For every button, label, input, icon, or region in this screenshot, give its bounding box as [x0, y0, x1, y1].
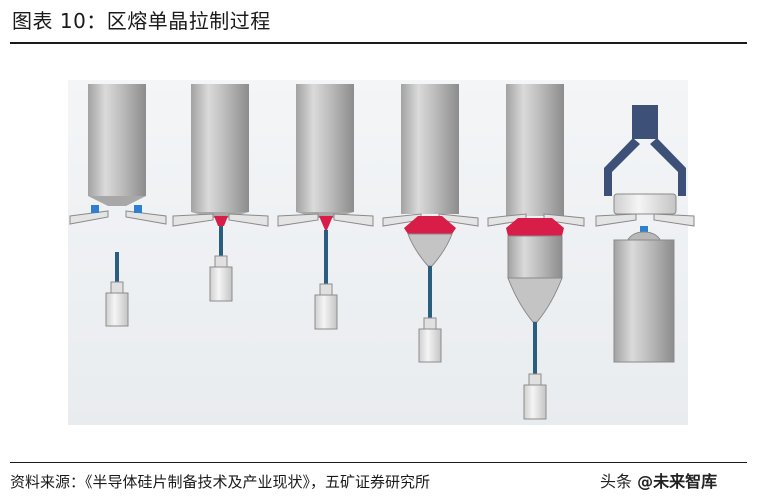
stage-5-thin-neck: [533, 322, 537, 376]
stage-5-seed-holder: [523, 384, 547, 420]
stage-1-seed-crystal: [115, 252, 119, 284]
stage-4: [382, 84, 479, 363]
stage-5-crystal-body: [507, 235, 563, 279]
stage-1-seed-holder-neck: [110, 281, 124, 295]
stage-6-gripper-head: [632, 105, 658, 139]
stage-6-gripper-arm-right: [650, 138, 686, 196]
stage-6-marker: [640, 226, 648, 232]
stage-3-feed-rod: [296, 84, 354, 212]
stage-1-marker-right: [134, 205, 142, 213]
stage-4-molten-zone: [404, 216, 456, 234]
stage-6-gripper-arm-left: [604, 138, 640, 196]
stage-3-molten-zone: [319, 216, 333, 230]
stage-1-marker-left: [91, 205, 99, 213]
stage-5-feed-rod: [506, 84, 564, 216]
stage-3-induction-coil: [277, 213, 374, 227]
diagram-background: [68, 80, 688, 425]
stage-1: [69, 84, 167, 327]
watermark: 头条 @未来智库: [600, 470, 717, 494]
stage-4-seed-holder-neck: [423, 317, 437, 331]
stage-2: [172, 84, 269, 302]
zone-melting-diagram: [68, 80, 695, 425]
stage-2-rod-tip: [191, 212, 249, 218]
stage-4-seed-holder: [418, 328, 442, 363]
watermark-handle: @未来智库: [637, 472, 718, 491]
stage-1-rod-tip: [88, 196, 146, 206]
stage-3-seed-holder: [314, 294, 338, 330]
stage-2-induction-coil: [172, 213, 269, 227]
stage-3-thin-neck: [324, 230, 328, 286]
footer-divider: [10, 462, 747, 463]
stage-1-feed-rod: [88, 84, 146, 196]
stage-5-seed-holder-neck: [528, 373, 542, 387]
stage-2-seed-crystal: [219, 226, 223, 258]
stage-2-feed-rod: [191, 84, 249, 212]
stage-1-seed-holder: [105, 292, 129, 327]
title-divider: [10, 42, 747, 44]
stage-3: [277, 84, 374, 330]
stage-4-feed-rod: [401, 84, 459, 214]
stage-5-molten-zone: [506, 218, 564, 236]
stage-2-seed-holder: [209, 266, 233, 302]
stage-6-gripped-crystal-top: [613, 193, 677, 215]
stage-6: [595, 105, 695, 363]
stage-5: [487, 84, 585, 420]
figure-title: 图表 10：区熔单晶拉制过程: [12, 9, 271, 33]
stage-6-crystal-ingot: [613, 239, 675, 363]
source-note: 资料来源：《半导体硅片制备技术及产业现状》，五矿证券研究所: [10, 473, 431, 491]
stage-2-seed-holder-neck: [214, 255, 228, 269]
stage-3-rod-tip: [296, 212, 354, 218]
stage-4-thin-neck: [428, 266, 432, 320]
stage-2-molten-zone: [214, 216, 228, 226]
stage-3-seed-holder-neck: [319, 283, 333, 297]
watermark-prefix: 头条: [600, 472, 633, 491]
stage-6-induction-coil: [595, 213, 695, 227]
